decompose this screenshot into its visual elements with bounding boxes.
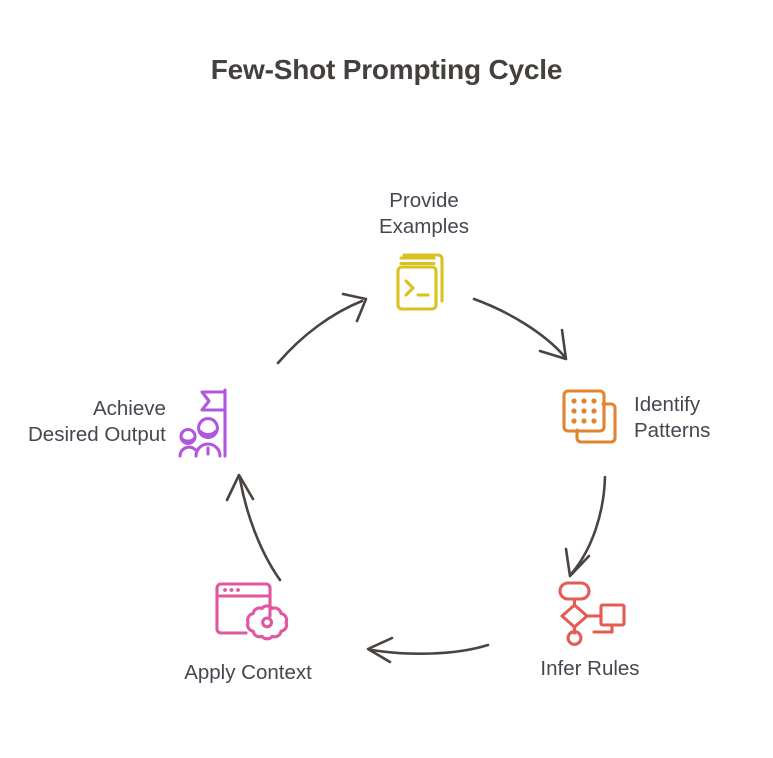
icon-wrap-achieve-desired-output: [178, 386, 234, 458]
browser-gear-icon: [215, 582, 289, 641]
node-label-identify-patterns: Identify Patterns: [634, 393, 711, 442]
book-terminal-icon: [396, 253, 444, 311]
node-provide-examples[interactable]: Provide Examples: [334, 188, 514, 315]
browser-dots: [223, 588, 240, 592]
flowchart-icon: [558, 581, 626, 646]
pattern-dots: [571, 398, 597, 424]
node-achieve-desired-output[interactable]: Achieve Desired Output: [28, 386, 234, 458]
node-identify-patterns[interactable]: Identify Patterns: [559, 386, 710, 450]
icon-wrap-infer-rules: [470, 578, 710, 646]
icon-wrap-apply-context: [128, 578, 368, 648]
pattern-squares-icon: [562, 389, 617, 444]
node-apply-context[interactable]: Apply Context: [128, 578, 368, 686]
page-title: Few-Shot Prompting Cycle: [210, 54, 563, 85]
node-label-achieve-desired-output: Achieve Desired Output: [28, 397, 166, 446]
arrow-apply-to-achieve: [225, 473, 282, 582]
icon-wrap-identify-patterns: [559, 386, 621, 450]
node-label-apply-context: Apply Context: [184, 661, 312, 684]
icon-wrap-provide-examples: [334, 249, 514, 315]
node-label-provide-examples: Provide Examples: [378, 189, 469, 238]
people-flag-icon: [178, 388, 227, 458]
arrow-identify-to-infer: [564, 475, 607, 578]
node-infer-rules[interactable]: Infer Rules: [470, 578, 710, 682]
node-label-infer-rules: Infer Rules: [540, 657, 640, 680]
